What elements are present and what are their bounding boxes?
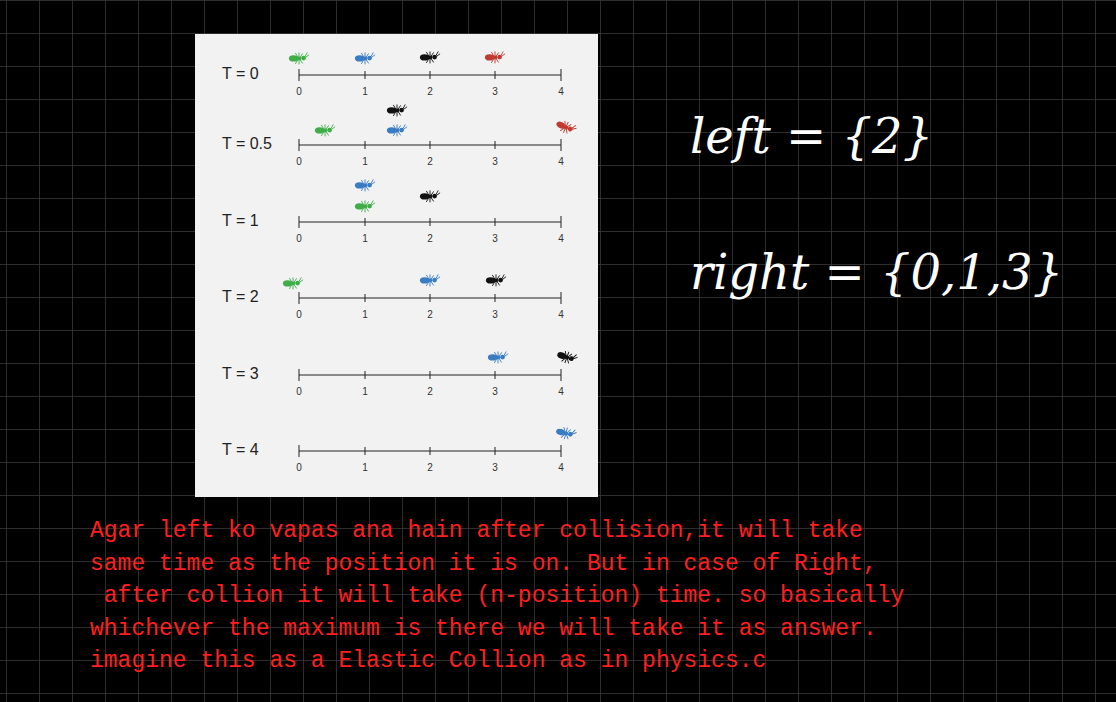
time-label: T = 3 <box>222 366 259 382</box>
tick-number: 1 <box>362 387 368 397</box>
tick-number: 4 <box>558 87 564 97</box>
tick-number: 4 <box>558 234 564 244</box>
handwritten-note: left = {2} <box>690 112 933 160</box>
tick-number: 0 <box>296 87 302 97</box>
number-lines <box>299 69 561 457</box>
handwritten-note: right = {0,1,3} <box>690 248 1063 296</box>
tick-number: 1 <box>362 87 368 97</box>
time-label: T = 4 <box>222 442 259 458</box>
explanation-text: Agar left ko vapas ana hain after collis… <box>90 520 863 543</box>
tick-number: 4 <box>558 463 564 473</box>
tick-number: 3 <box>492 463 498 473</box>
tick-number: 4 <box>558 310 564 320</box>
tick-number: 2 <box>427 387 433 397</box>
tick-number: 3 <box>492 157 498 167</box>
tick-number: 0 <box>296 234 302 244</box>
tick-number: 3 <box>492 234 498 244</box>
tick-number: 0 <box>296 157 302 167</box>
tick-number: 2 <box>427 157 433 167</box>
tick-number: 2 <box>427 463 433 473</box>
explanation-text: after collion it will take (n-position) … <box>90 585 904 608</box>
time-label: T = 0 <box>222 66 259 82</box>
tick-number: 0 <box>296 310 302 320</box>
ants <box>283 51 578 441</box>
tick-number: 1 <box>362 157 368 167</box>
tick-number: 0 <box>296 463 302 473</box>
explanation-text: same time as the position it is on. But … <box>90 553 877 576</box>
tick-number: 4 <box>558 387 564 397</box>
tick-number: 0 <box>296 387 302 397</box>
tick-number: 2 <box>427 310 433 320</box>
tick-number: 1 <box>362 310 368 320</box>
time-label: T = 0.5 <box>222 136 272 152</box>
tick-number: 3 <box>492 387 498 397</box>
time-label: T = 2 <box>222 289 259 305</box>
tick-number: 2 <box>427 234 433 244</box>
explanation-text: whichever the maximum is there we will t… <box>90 618 877 641</box>
figure-panel <box>195 34 598 497</box>
explanation-text: imagine this as a Elastic Collion as in … <box>90 650 766 673</box>
tick-number: 1 <box>362 463 368 473</box>
tick-number: 2 <box>427 87 433 97</box>
tick-number: 3 <box>492 310 498 320</box>
tick-number: 1 <box>362 234 368 244</box>
time-label: T = 1 <box>222 213 259 229</box>
tick-number: 4 <box>558 157 564 167</box>
tick-number: 3 <box>492 87 498 97</box>
